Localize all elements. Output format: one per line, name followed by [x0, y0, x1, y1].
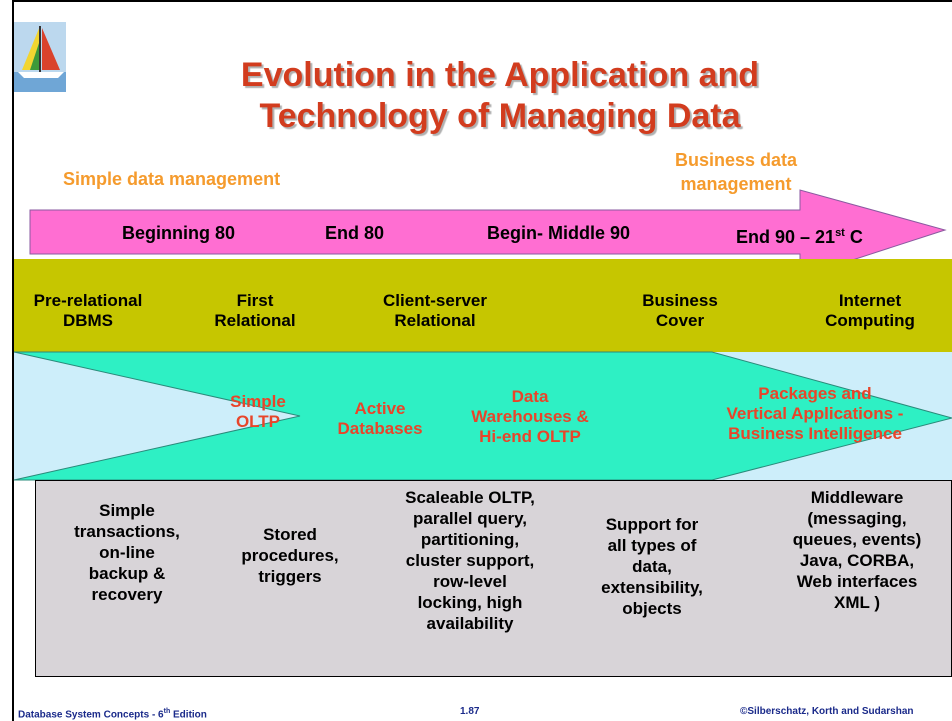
application-line: Business Intelligence [728, 424, 902, 443]
feature-line: (messaging, [807, 509, 907, 528]
generation-line: Business [642, 291, 718, 310]
feature-line: row-level [433, 572, 507, 591]
application-line: Hi-end OLTP [479, 427, 581, 446]
generation-band [14, 259, 952, 352]
application-line: Warehouses & [471, 407, 589, 426]
features-simple-transactions: Simple transactions, on-line backup & re… [52, 500, 202, 605]
era-4-sup: st [835, 227, 845, 239]
feature-line: availability [426, 614, 514, 633]
application-line: Vertical Applications - [726, 404, 904, 423]
application-line: Data [511, 387, 549, 406]
feature-line: Simple [99, 501, 155, 520]
generation-line: DBMS [62, 311, 114, 330]
footer-left-sup: th [163, 708, 171, 715]
feature-line: queues, events) [792, 530, 922, 549]
application-packages-vertical: Packages and Vertical Applications - Bus… [690, 384, 940, 444]
left-rule [12, 0, 14, 721]
generation-line: Client-server [383, 291, 487, 310]
feature-line: procedures, [241, 546, 339, 565]
application-line: Databases [337, 419, 423, 438]
title-line-2: Technology of Managing Data [259, 97, 741, 135]
feature-line: Java, CORBA, [799, 551, 915, 570]
feature-line: XML ) [834, 593, 880, 612]
feature-line: transactions, [74, 522, 180, 541]
generation-line: Relational [214, 311, 296, 330]
application-line: Active [354, 399, 406, 418]
footer-left-main: Database System Concepts - 6 [18, 709, 164, 721]
generation-internet-computing: Internet Computing [800, 291, 940, 331]
feature-line: Stored [263, 525, 317, 544]
feature-line: triggers [258, 567, 322, 586]
application-line: OLTP [235, 412, 281, 431]
features-scaleable-oltp: Scaleable OLTP, parallel query, partitio… [380, 487, 560, 634]
simple-data-management-label: Simple data management [63, 169, 281, 189]
features-stored-procedures: Stored procedures, triggers [225, 524, 355, 587]
footer-page-number: 1.87 [460, 706, 480, 717]
feature-line: partitioning, [420, 530, 520, 549]
features-box [35, 480, 952, 677]
business-data-management-label: Business data management [651, 148, 821, 196]
feature-line: on-line [99, 543, 155, 562]
feature-line: locking, high [417, 593, 523, 612]
generation-pre-relational: Pre-relational DBMS [18, 291, 158, 331]
timeline-arrow [29, 189, 947, 278]
footer-copyright: ©Silberschatz, Korth and Sudarshan [740, 706, 914, 717]
generation-line: Cover [655, 311, 705, 330]
generation-client-server: Client-server Relational [355, 291, 515, 331]
footer-book-title: Database System Concepts - 6th Edition [18, 706, 207, 721]
footer-left-end: Edition [170, 709, 207, 721]
feature-line: parallel query, [412, 509, 527, 528]
application-active-databases: Active Databases [320, 399, 440, 439]
features-middleware: Middleware (messaging, queues, events) J… [772, 487, 942, 613]
generation-line: Computing [825, 311, 915, 330]
application-data-warehouses: Data Warehouses & Hi-end OLTP [440, 387, 620, 447]
application-line: Packages and [758, 384, 872, 403]
generation-business-cover: Business Cover [625, 291, 735, 331]
generation-line: First [236, 291, 274, 310]
era-4-end: C [844, 227, 863, 247]
era-beginning-80: Beginning 80 [122, 223, 236, 243]
business-label-line-1: Business data [674, 150, 798, 170]
top-rule [12, 0, 952, 2]
era-4-main: End 90 – 21 [736, 227, 836, 247]
feature-line: all types of [607, 536, 697, 555]
application-line: Simple [230, 392, 286, 411]
era-begin-middle-90: Begin- Middle 90 [487, 223, 631, 243]
feature-line: Middleware [810, 488, 904, 507]
feature-line: objects [622, 599, 682, 618]
application-simple-oltp: Simple OLTP [208, 392, 308, 432]
business-label-line-2: management [680, 174, 792, 194]
sailboat-logo-icon [14, 22, 66, 92]
feature-line: recovery [91, 585, 163, 604]
page-title: Evolution in the Application and Technol… [110, 55, 890, 137]
title-line-1: Evolution in the Application and [240, 56, 760, 94]
generation-line: Pre-relational [33, 291, 143, 310]
feature-line: data, [632, 557, 672, 576]
feature-line: extensibility, [601, 578, 703, 597]
feature-line: cluster support, [405, 551, 535, 570]
features-support-all-data: Support for all types of data, extensibi… [582, 514, 722, 619]
era-end-80: End 80 [325, 223, 385, 243]
feature-line: Scaleable OLTP, [405, 488, 535, 507]
feature-line: Support for [605, 515, 699, 534]
generation-line: Relational [394, 311, 476, 330]
generation-first-relational: First Relational [190, 291, 320, 331]
generation-line: Internet [838, 291, 902, 310]
feature-line: backup & [88, 564, 166, 583]
feature-line: Web interfaces [796, 572, 918, 591]
era-end-90-21st-c: End 90 – 21st C [736, 222, 863, 248]
